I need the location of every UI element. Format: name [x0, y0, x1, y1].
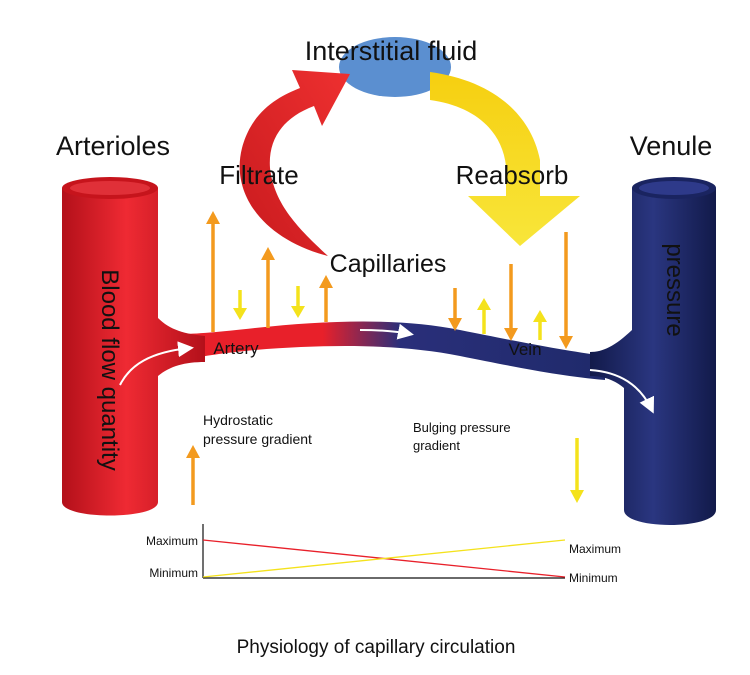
- bulging-gradient-line: [202, 539, 566, 578]
- minimum-left-label: Minimum: [149, 566, 198, 580]
- flow-arrow-out: [589, 369, 655, 414]
- orange-up-arrow: [206, 211, 220, 332]
- hydrostatic-indicator-arrow: [186, 445, 200, 505]
- hydrostatic-label-line1: Hydrostatic: [203, 412, 273, 428]
- exchange-arrows: [206, 211, 573, 349]
- artery-label: Artery: [213, 339, 259, 358]
- orange-down-arrow: [559, 232, 573, 349]
- arterioles-label: Arterioles: [56, 131, 170, 161]
- diagram-caption: Physiology of capillary circulation: [237, 637, 516, 658]
- reabsorb-arrow: [430, 72, 580, 246]
- reabsorb-label: Reabsorb: [456, 160, 569, 190]
- arteriole-vessel: [62, 177, 205, 516]
- capillaries-label: Capillaries: [330, 250, 447, 278]
- yellow-down-arrow: [291, 286, 305, 318]
- maximum-right-label: Maximum: [569, 542, 621, 556]
- filtrate-label: Filtrate: [219, 160, 298, 190]
- yellow-up-arrow: [477, 298, 491, 334]
- minimum-right-label: Minimum: [569, 571, 618, 585]
- hydrostatic-label-line2: pressure gradient: [203, 431, 312, 447]
- orange-down-arrow: [504, 264, 518, 341]
- interstitial-fluid-blob: [339, 37, 451, 97]
- bulging-indicator-arrow: [570, 438, 584, 503]
- interstitial-fluid-label: Interstitial fluid: [305, 36, 478, 66]
- orange-up-arrow: [261, 247, 275, 328]
- venule-vessel: [590, 177, 716, 525]
- blood-flow-quantity-label: Blood flow quantity: [96, 269, 123, 470]
- bulging-label-line2: gradient: [413, 438, 460, 453]
- flow-arrow-in: [119, 341, 194, 386]
- pressure-gradient-chart: [202, 524, 566, 579]
- bulging-label-line1: Bulging pressure: [413, 420, 511, 435]
- orange-down-arrow: [448, 288, 462, 331]
- orange-up-arrow: [319, 275, 333, 322]
- venule-label: Venule: [630, 131, 713, 161]
- yellow-down-arrow: [233, 290, 247, 320]
- vein-label: Vein: [508, 340, 541, 359]
- filtrate-arrow: [239, 70, 350, 256]
- capillary-vessel: [150, 321, 605, 380]
- flow-arrow-capillary: [359, 323, 414, 340]
- pressure-label: pressure: [661, 243, 688, 336]
- maximum-left-label: Maximum: [146, 534, 198, 548]
- yellow-up-arrow: [533, 310, 547, 340]
